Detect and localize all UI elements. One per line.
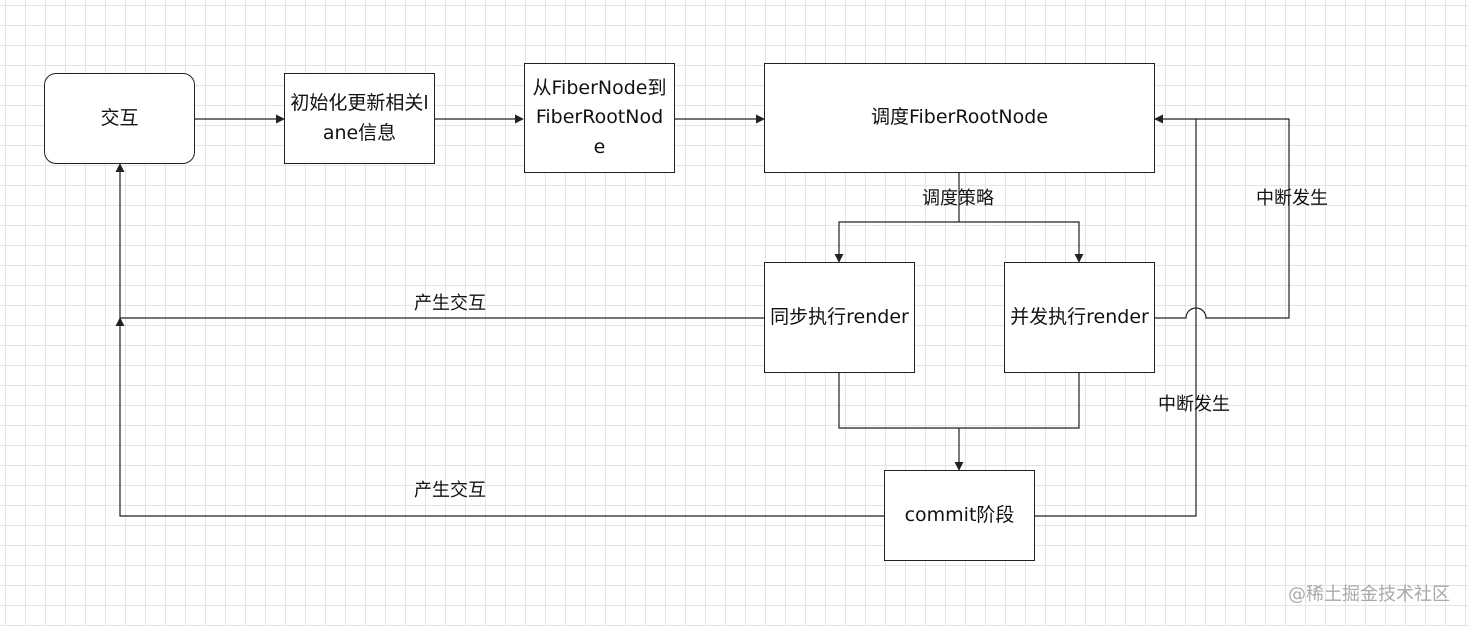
node-concurrent-render: 并发执行render (1004, 262, 1155, 373)
label-strategy: 调度策略 (922, 188, 994, 209)
edge-commit-interrupt (1034, 119, 1197, 517)
label-interrupt-commit: 中断发生 (1158, 394, 1230, 415)
edge-split-to-sync (834, 221, 959, 263)
node-fiber-to-root: 从FiberNode到FiberRootNode (524, 63, 675, 173)
node-commit-phase: commit阶段 (884, 470, 1035, 561)
node-init-lane: 初始化更新相关lane信息 (284, 73, 435, 164)
watermark: @稀土掘金技术社区 (1288, 584, 1450, 605)
edge-concurrent-interrupt (1154, 114, 1290, 319)
label-produce-interaction-bottom: 产生交互 (414, 480, 486, 501)
edge-split-to-concurrent (959, 221, 1084, 263)
edge-commit-back (115, 317, 884, 517)
node-interaction: 交互 (44, 73, 195, 164)
node-sync-render: 同步执行render (764, 262, 915, 373)
label-produce-interaction-top: 产生交互 (414, 293, 486, 314)
node-schedule-root: 调度FiberRootNode (764, 63, 1155, 173)
edge-sync-to-merge (838, 372, 1080, 429)
label-interrupt-right: 中断发生 (1256, 188, 1328, 209)
